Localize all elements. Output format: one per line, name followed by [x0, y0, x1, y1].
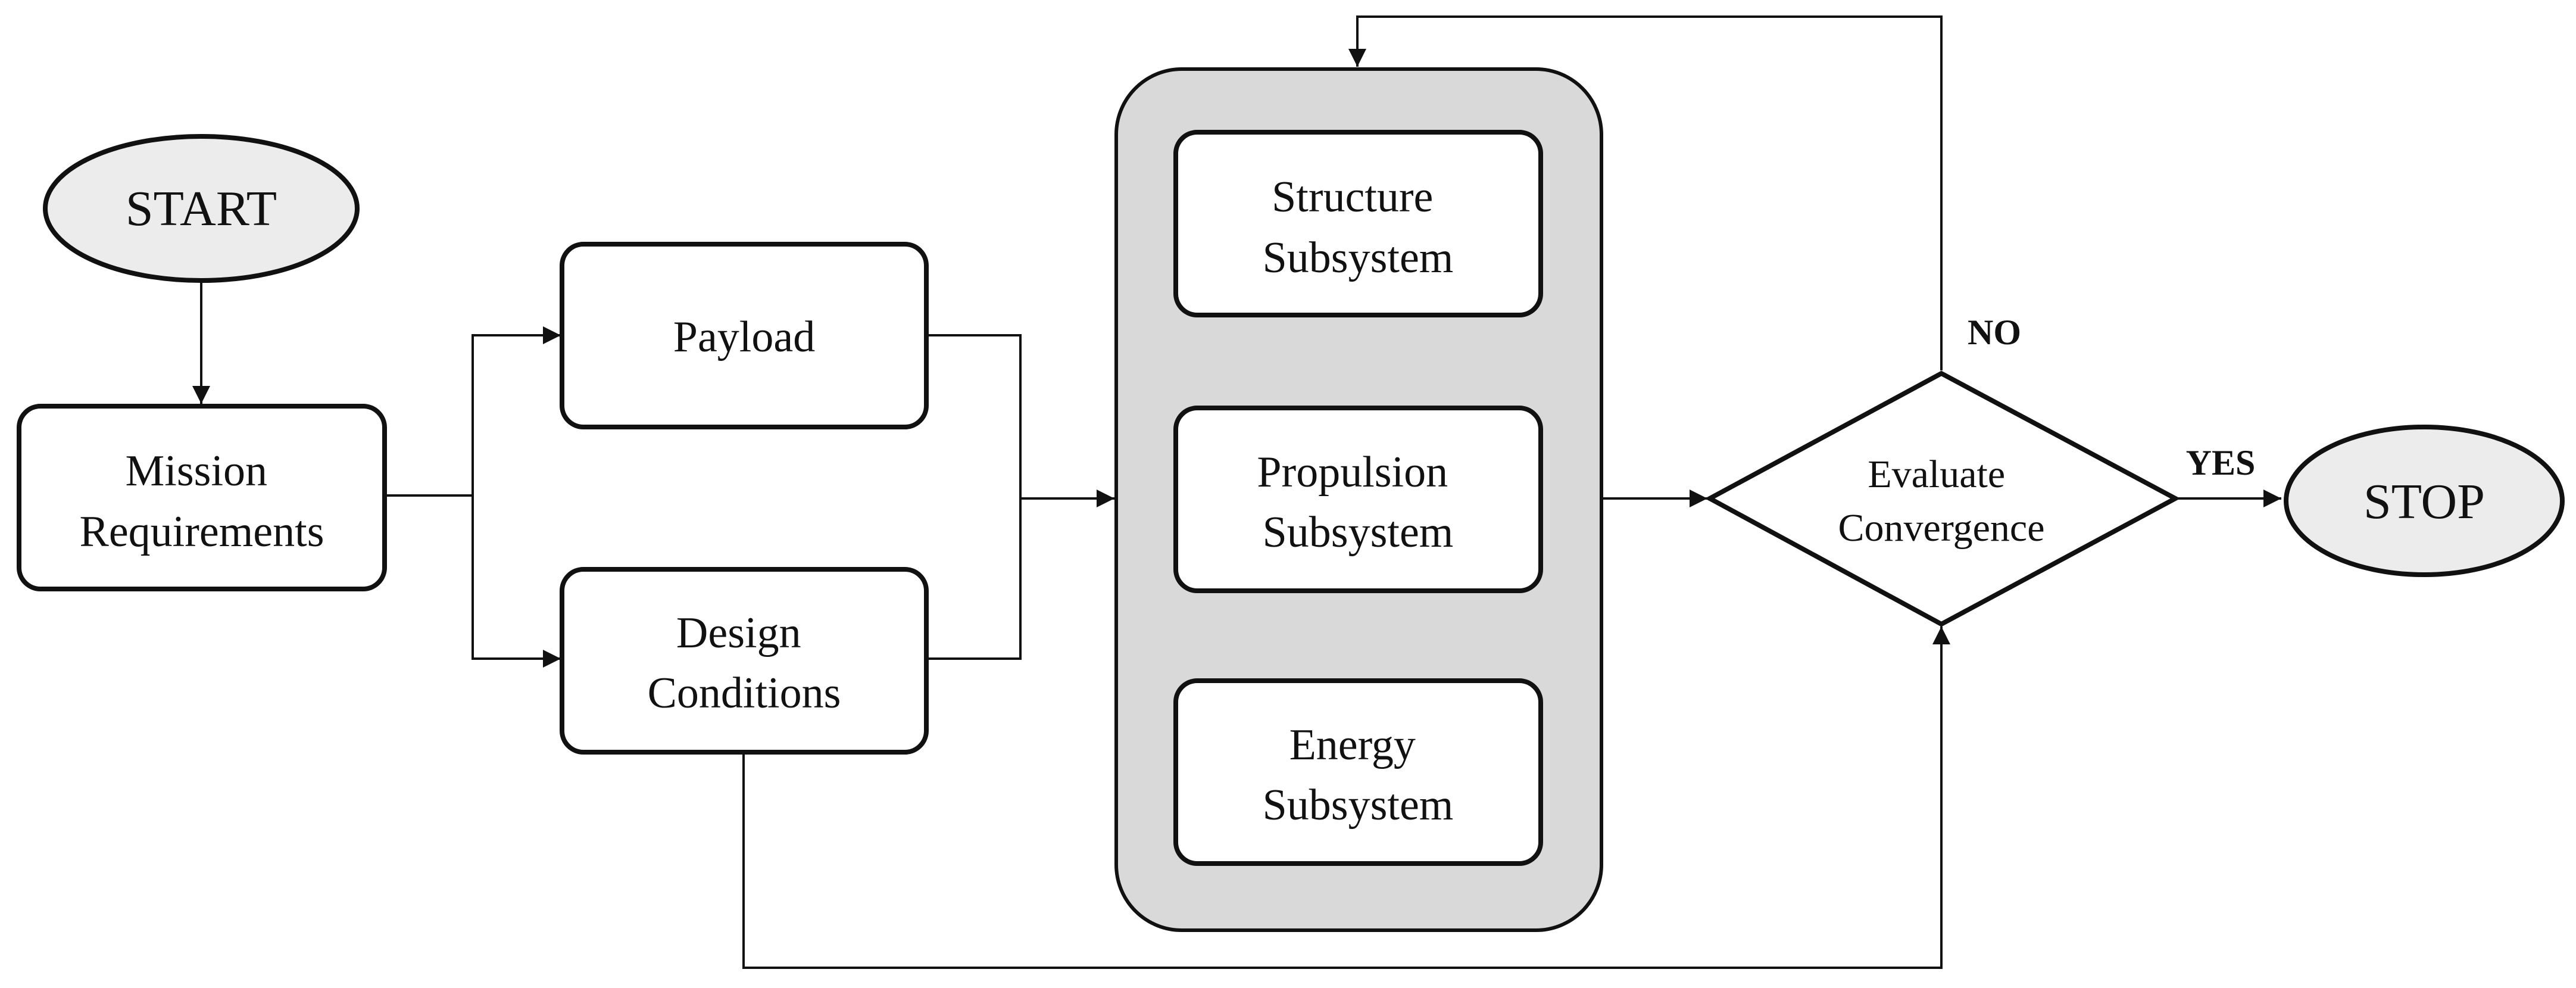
stop-label: STOP — [2363, 474, 2485, 529]
mission-requirements-box: Mission Requirements — [17, 404, 387, 591]
mission-line-2: Requirements — [79, 507, 324, 556]
edge-design-out — [926, 498, 1022, 660]
start-label: START — [126, 181, 277, 236]
edge-no-loop — [1348, 15, 1943, 370]
design-conditions-label: Design Conditions — [648, 609, 841, 718]
energy-line-1: Energy — [1289, 721, 1416, 769]
structure-line-2: Subsystem — [1263, 233, 1454, 282]
energy-subsystem-label: Energy Subsystem — [1263, 721, 1454, 830]
payload-label: Payload — [673, 313, 815, 361]
design-line-1: Design — [676, 609, 801, 657]
connectors — [192, 15, 2281, 969]
energy-subsystem-box: Energy Subsystem — [1173, 678, 1543, 866]
edge-mission-to-split — [385, 326, 561, 497]
energy-line-2: Subsystem — [1263, 781, 1454, 830]
payload-line-1: Payload — [673, 313, 815, 361]
start-terminal: START — [43, 134, 360, 283]
evaluate-convergence-decision: Evaluate Convergence — [1704, 370, 2181, 627]
no-edge-label: NO — [1968, 313, 2021, 352]
design-line-2: Conditions — [648, 669, 841, 718]
structure-line-1: Structure — [1272, 173, 1433, 222]
propulsion-line-2: Subsystem — [1263, 508, 1454, 557]
evaluate-convergence-label: Evaluate Convergence — [1838, 453, 2045, 550]
yes-edge-label: YES — [2186, 443, 2256, 482]
structure-subsystem-box: Structure Subsystem — [1173, 130, 1543, 317]
design-conditions-box: Design Conditions — [560, 567, 929, 755]
edge-design-to-evaluate — [742, 627, 1950, 969]
propulsion-line-1: Propulsion — [1257, 448, 1448, 497]
edge-split-to-design — [472, 495, 561, 668]
edge-payload-out — [926, 334, 1022, 498]
structure-subsystem-label: Structure Subsystem — [1263, 173, 1454, 282]
payload-box: Payload — [560, 242, 929, 429]
propulsion-subsystem-label: Propulsion Subsystem — [1257, 448, 1459, 557]
evaluate-line-2: Convergence — [1838, 506, 2045, 550]
propulsion-subsystem-box: Propulsion Subsystem — [1173, 406, 1543, 593]
mission-requirements-label: Mission Requirements — [79, 447, 324, 556]
mission-line-1: Mission — [125, 447, 267, 495]
stop-terminal: STOP — [2284, 425, 2565, 577]
evaluate-line-1: Evaluate — [1868, 453, 2005, 496]
